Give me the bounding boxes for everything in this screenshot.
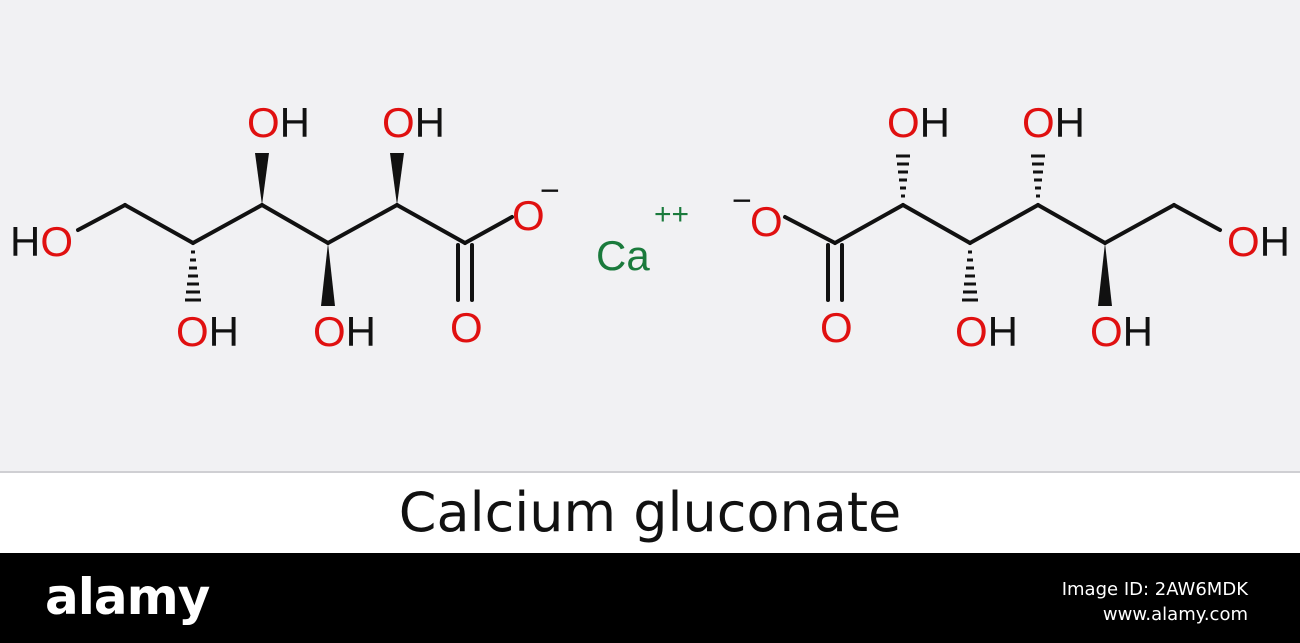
wedge-bond: [321, 243, 335, 306]
hashed-bond: [1031, 154, 1045, 198]
right-stereo-bonds: [896, 154, 1112, 306]
right-gluconate-anion: [783, 203, 1222, 302]
left-atom-labels: OH OH HO OH OH O O −: [10, 99, 560, 355]
right-atom-labels: − O OH OH OH O OH OH: [732, 99, 1290, 355]
footer-bar: [0, 553, 1300, 643]
hashed-bond: [962, 250, 978, 302]
bond: [968, 203, 1040, 245]
left-stereo-bonds: [185, 153, 404, 306]
left-gluconate-anion: [76, 203, 514, 302]
bond: [76, 203, 127, 232]
oh-label: OH: [247, 99, 310, 146]
bond: [833, 203, 905, 245]
calcium-charge: ++: [654, 198, 689, 231]
bond: [326, 203, 399, 245]
oh-label: OH: [382, 99, 445, 146]
compound-title: Calcium gluconate: [398, 481, 902, 544]
oh-label: OH: [313, 308, 376, 355]
wedge-bond: [255, 153, 269, 205]
brand-logo[interactable]: alamy: [45, 568, 210, 626]
bond: [901, 203, 972, 245]
ho-label: HO: [10, 218, 73, 265]
oh-label: OH: [1090, 308, 1153, 355]
structure-panel: [0, 0, 1300, 471]
caption-area: [0, 473, 1300, 553]
bond: [260, 203, 330, 245]
bond: [1036, 203, 1107, 245]
bond: [191, 203, 264, 245]
wedge-bond: [390, 153, 404, 205]
bond: [1172, 203, 1222, 232]
bond: [123, 203, 195, 245]
carbonyl-o-label: O: [820, 304, 853, 351]
oh-label: OH: [887, 99, 950, 146]
calcium-gluconate-structure: OH OH HO OH OH O O − Ca ++: [10, 99, 1290, 355]
wedge-bond: [1098, 243, 1112, 306]
oh-label: OH: [1022, 99, 1085, 146]
oh-label: OH: [955, 308, 1018, 355]
panel-divider: [0, 471, 1300, 473]
bond: [783, 215, 837, 245]
carbonyl-o-label: O: [450, 304, 483, 351]
hashed-bond: [896, 154, 910, 198]
carboxylate-o-label: O: [512, 192, 545, 239]
oh-label: OH: [1227, 218, 1290, 265]
calcium-symbol: Ca: [596, 232, 650, 279]
calcium-ion: Ca ++: [596, 198, 689, 279]
carboxylate-o-label: O: [750, 198, 783, 245]
bond: [463, 215, 514, 245]
hashed-bond: [185, 250, 201, 302]
negative-charge: −: [540, 172, 560, 210]
oh-label: OH: [176, 308, 239, 355]
negative-charge: −: [732, 182, 752, 220]
bond: [1103, 203, 1176, 245]
bond: [395, 203, 467, 245]
image-id-text: Image ID: 2AW6MDK: [1061, 579, 1248, 600]
site-url-link[interactable]: www.alamy.com: [1102, 604, 1248, 625]
